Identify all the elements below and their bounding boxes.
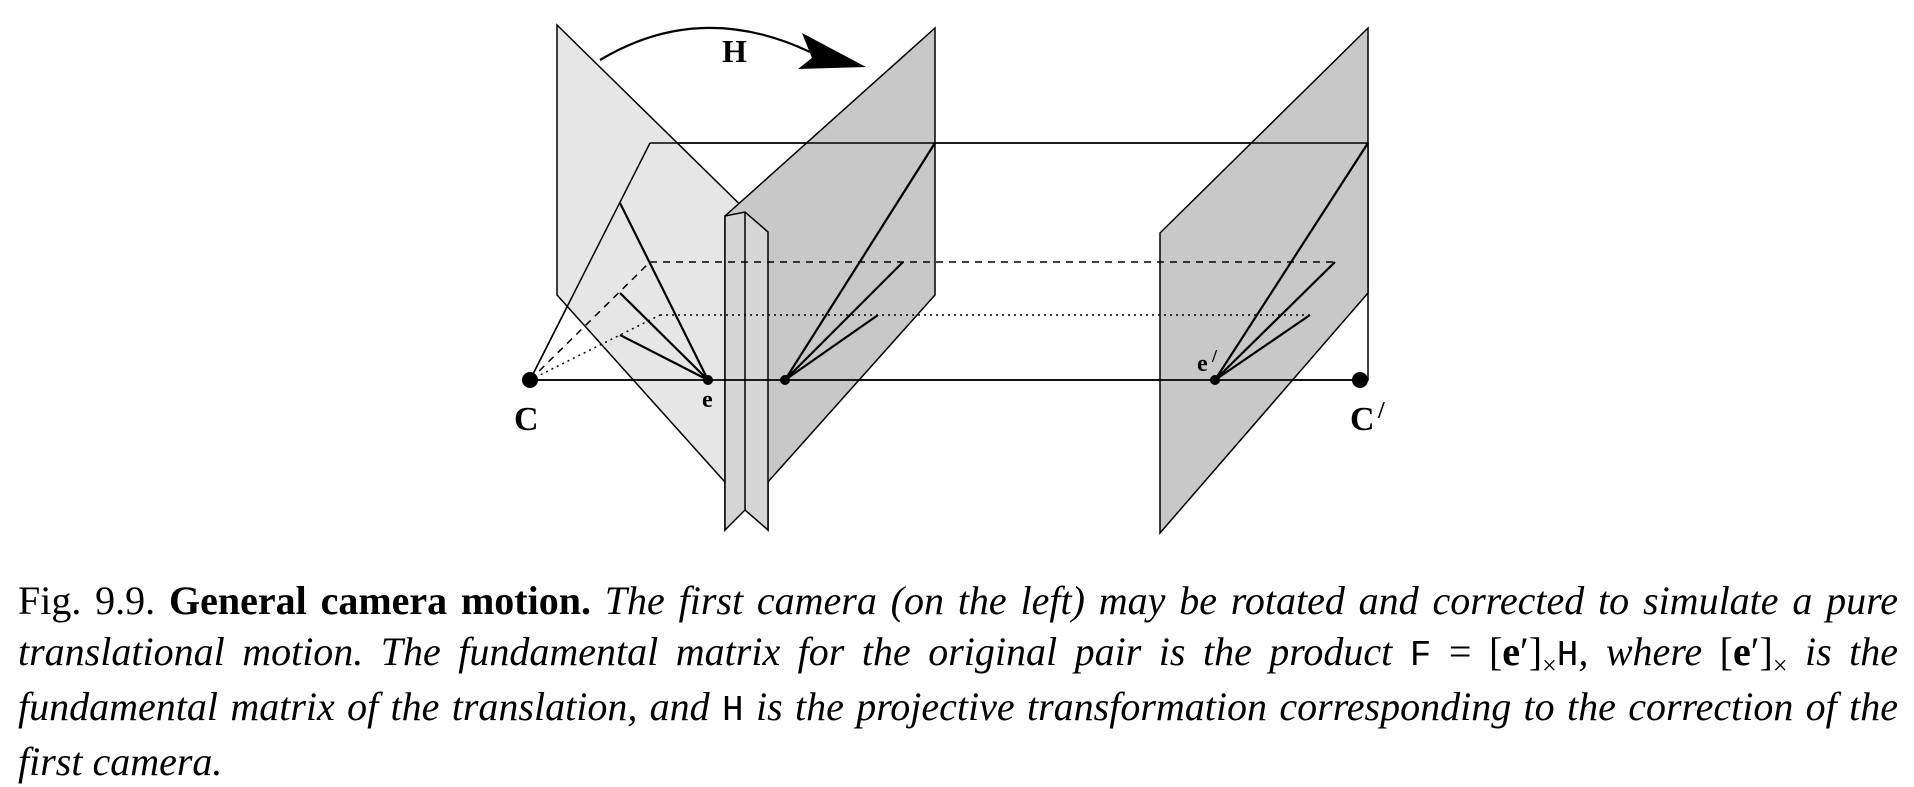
label-e: e	[702, 387, 713, 413]
caption-symbol-h-2: H	[722, 690, 744, 731]
rectified-epipole-point	[780, 375, 790, 385]
ray-dotted	[529, 314, 661, 381]
caption-symbol-h-1: H	[1556, 635, 1579, 676]
rectified-line-2	[784, 261, 904, 381]
second-line-2	[1214, 261, 1336, 381]
caption-text-3: is the fundamental matrix of the transla…	[18, 629, 1899, 729]
camera-center-c	[522, 372, 538, 388]
epipolar-line-1	[619, 202, 709, 381]
caption-fig-number: Fig. 9.9.	[18, 578, 156, 623]
label-h: H	[722, 33, 747, 69]
second-image-plane	[1159, 26, 1369, 536]
camera-center-c-prime	[1352, 372, 1368, 388]
caption-text-4: is the projective transformation corresp…	[18, 684, 1898, 784]
caption-equals: =	[1448, 629, 1472, 674]
label-c-prime-mark: /	[1377, 398, 1385, 424]
caption-symbol-f: F	[1409, 635, 1432, 676]
ray-dashed	[529, 261, 651, 381]
caption-title: General camera motion.	[169, 578, 591, 623]
caption-bracket-open-1: [	[1488, 629, 1503, 674]
epipolar-line-2	[619, 292, 709, 381]
label-c: C	[514, 401, 539, 438]
caption-text-1: The first camera (on the left) may be ro…	[18, 578, 1899, 674]
figure-caption: Fig. 9.9. General camera motion. The fir…	[18, 575, 1898, 787]
plane-edge-strip	[724, 211, 769, 532]
rotation-arrowhead	[798, 33, 866, 69]
caption-symbol-e-2: e	[1732, 629, 1751, 674]
camera-motion-diagram: H C C / e e /	[514, 23, 1385, 536]
caption-text-2: , where	[1578, 629, 1703, 674]
caption-bracket-close-2: ]	[1759, 629, 1773, 674]
label-c-prime: C	[1350, 401, 1375, 438]
caption-cross-1: ×	[1542, 651, 1557, 680]
epipole-e	[703, 375, 713, 385]
caption-bracket-open-2: [	[1719, 629, 1733, 674]
label-e-prime-mark: /	[1211, 346, 1218, 366]
rotation-arrow	[599, 26, 811, 61]
caption-bracket-close-1: ]	[1528, 629, 1543, 674]
rectified-line-3	[784, 314, 879, 381]
epipolar-line-3	[619, 334, 709, 381]
epipole-e-prime	[1210, 375, 1220, 385]
second-line-1	[1214, 142, 1369, 381]
ray-top	[529, 142, 651, 381]
caption-symbol-e-1: e	[1502, 629, 1521, 674]
caption-prime-2: ′	[1750, 629, 1760, 674]
rectified-line-1	[784, 142, 936, 381]
label-e-prime: e	[1197, 351, 1208, 377]
caption-prime-1: ′	[1520, 629, 1529, 674]
second-line-3	[1214, 314, 1311, 381]
caption-cross-2: ×	[1772, 651, 1788, 680]
